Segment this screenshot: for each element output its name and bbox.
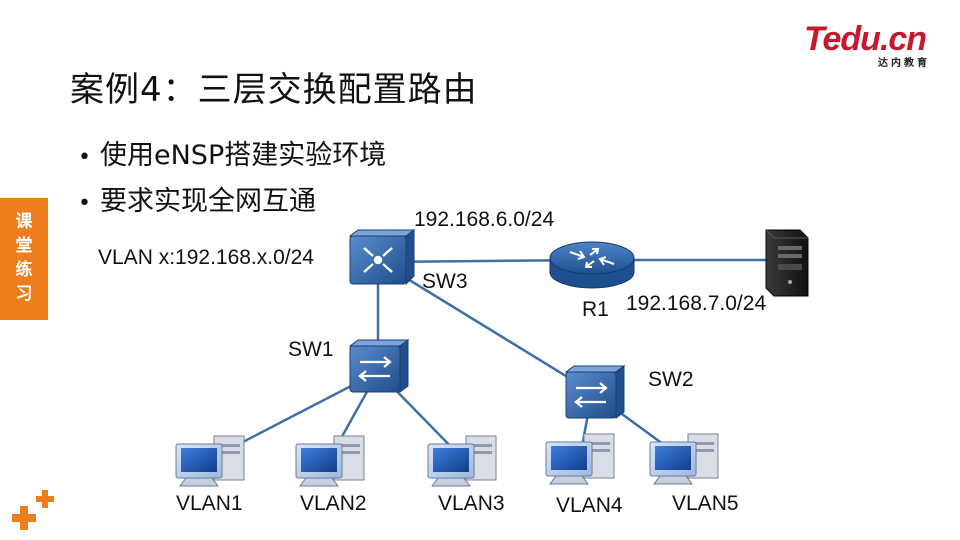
router-icon: [549, 241, 635, 289]
practice-char: 堂: [15, 236, 33, 256]
practice-char: 习: [15, 284, 33, 304]
pc-icon: [295, 435, 365, 487]
bullet-dot: •: [78, 191, 91, 216]
pc-icon: [545, 433, 615, 485]
pc-label-vlan1: VLAN1: [176, 492, 243, 515]
switch-icon-sw1: [348, 339, 410, 393]
logo-brand: Tedu.cn: [804, 20, 927, 58]
pc-icons: [175, 433, 719, 487]
practice-char: 课: [15, 212, 33, 232]
practice-tab: 课 堂 练 习: [0, 198, 48, 320]
bullet-list: • 使用eNSP搭建实验环境 • 要求实现全网互通: [78, 134, 386, 226]
network-6-label: 192.168.6.0/24: [414, 208, 555, 231]
r1-label: R1: [582, 298, 609, 321]
network-7-label: 192.168.7.0/24: [626, 292, 767, 315]
slide-title: 案例4：三层交换配置路由: [70, 70, 478, 110]
plus-decoration-icon: [12, 490, 54, 530]
pc-label-vlan2: VLAN2: [300, 492, 367, 515]
bullet-text: 要求实现全网互通: [100, 186, 316, 217]
layer3-switch-icon: [348, 229, 416, 286]
bullet-item: • 使用eNSP搭建实验环境: [78, 134, 386, 180]
pc-icon: [649, 433, 719, 485]
tedu-logo: Tedu.cn 达内教育: [804, 20, 934, 69]
pc-label-vlan4: VLAN4: [556, 494, 623, 517]
sw2-label: SW2: [648, 368, 694, 391]
practice-char: 练: [15, 260, 33, 280]
server-icon: [765, 229, 809, 297]
sw1-label: SW1: [288, 338, 334, 361]
pc-label-vlan5: VLAN5: [672, 492, 739, 515]
bullet-item: • 要求实现全网互通: [78, 180, 386, 226]
pc-icon: [427, 435, 497, 487]
bullet-dot: •: [78, 145, 91, 170]
switch-icon-sw2: [564, 365, 626, 419]
logo-subtitle: 达内教育: [878, 58, 930, 69]
sw3-label: SW3: [422, 270, 468, 293]
bullet-text: 使用eNSP搭建实验环境: [100, 140, 387, 171]
vlan-note-label: VLAN x:192.168.x.0/24: [98, 246, 314, 269]
pc-icon: [175, 435, 245, 487]
pc-label-vlan3: VLAN3: [438, 492, 505, 515]
link-sw3-sw2: [379, 260, 593, 394]
